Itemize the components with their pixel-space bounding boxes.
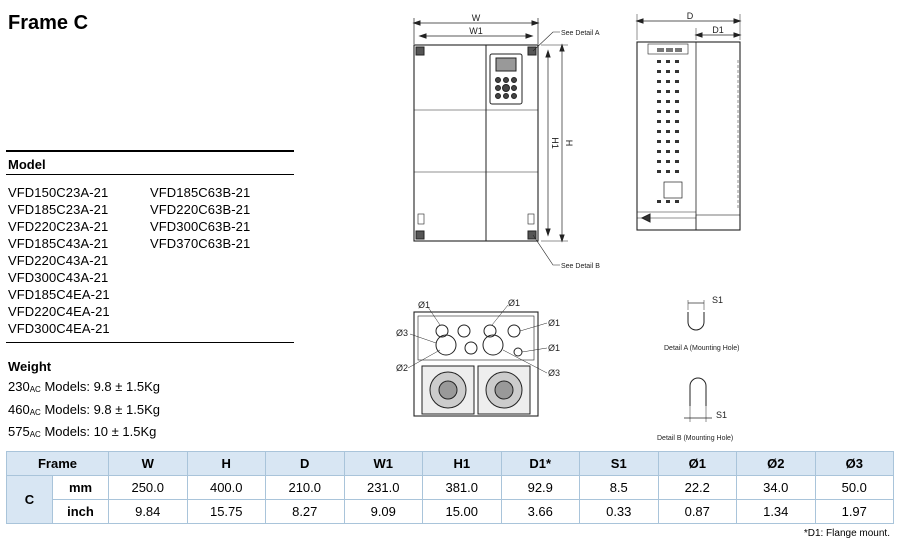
dim-h1-label: H1 bbox=[550, 137, 560, 149]
voltage-unit: AC bbox=[29, 407, 41, 417]
phi3-label: Ø3 bbox=[396, 328, 408, 338]
s1-label: S1 bbox=[712, 295, 723, 305]
table-cell: 1.97 bbox=[814, 499, 894, 524]
table-cell: 50.0 bbox=[814, 475, 894, 500]
model-item: VFD185C43A-21 bbox=[8, 236, 109, 251]
weight-text: Models: 10 ± 1.5Kg bbox=[40, 424, 157, 439]
voltage-value: 230 bbox=[8, 379, 30, 394]
s1-label: S1 bbox=[716, 410, 727, 420]
model-item: VFD185C4EA-21 bbox=[8, 287, 110, 302]
column-header: S1 bbox=[579, 451, 659, 476]
table-cell: 34.0 bbox=[736, 475, 816, 500]
see-detail-b-label: See Detail B bbox=[561, 263, 600, 270]
detail-a-caption: Detail A (Mounting Hole) bbox=[664, 345, 739, 352]
weight-text: Models: 9.8 ± 1.5Kg bbox=[40, 379, 160, 394]
model-item: VFD150C23A-21 bbox=[8, 185, 109, 200]
column-header: W bbox=[108, 451, 188, 476]
table-row: C mm 250.0 400.0 210.0 231.0 381.0 92.9 … bbox=[6, 475, 894, 524]
table-cell: 8.5 bbox=[579, 475, 659, 500]
model-item: VFD220C4EA-21 bbox=[8, 304, 110, 319]
divider bbox=[6, 150, 294, 152]
column-header: W1 bbox=[343, 451, 423, 476]
page-title: Frame C bbox=[8, 12, 89, 34]
frame-value: C bbox=[6, 475, 53, 524]
table-cell: 8.27 bbox=[265, 499, 345, 524]
bottom-view-drawing: Ø1 Ø1 Ø1 Ø1 Ø3 Ø2 Ø3 bbox=[396, 298, 560, 417]
table-cell: 15.75 bbox=[186, 499, 266, 524]
table-cell: 92.9 bbox=[500, 475, 580, 500]
front-view-drawing: W W1 H H1 bbox=[412, 13, 600, 270]
column-header: D bbox=[265, 451, 345, 476]
technical-drawings: W W1 H H1 bbox=[396, 11, 742, 442]
table-cell: 9.09 bbox=[343, 499, 423, 524]
column-header: D1* bbox=[500, 451, 580, 476]
table-cell: 3.66 bbox=[500, 499, 580, 524]
model-item: VFD300C63B-21 bbox=[150, 219, 251, 234]
dim-w-label: W bbox=[472, 13, 481, 23]
unit-cell: mm bbox=[52, 475, 109, 500]
detail-b-drawing: S1 Detail B (Mounting Hole) bbox=[657, 377, 733, 442]
weight-row: 230AC Models: 9.8 ± 1.5Kg bbox=[8, 377, 160, 400]
table-cell: 0.87 bbox=[657, 499, 737, 524]
column-header: H bbox=[186, 451, 266, 476]
table-cell: 22.2 bbox=[657, 475, 737, 500]
model-item: VFD185C23A-21 bbox=[8, 202, 109, 217]
model-list-column-2: VFD185C63B-21 VFD220C63B-21 VFD300C63B-2… bbox=[150, 184, 250, 252]
column-header: Ø2 bbox=[736, 451, 816, 476]
model-item: VFD370C63B-21 bbox=[150, 236, 251, 251]
phi2-label: Ø2 bbox=[396, 363, 408, 373]
table-cell: 1.34 bbox=[736, 499, 816, 524]
voltage-unit: AC bbox=[29, 430, 41, 439]
phi3-label: Ø3 bbox=[548, 368, 560, 378]
model-list-column-1: VFD150C23A-21 VFD185C23A-21 VFD220C23A-2… bbox=[8, 184, 110, 337]
phi1-label: Ø1 bbox=[548, 343, 560, 353]
model-item: VFD220C63B-21 bbox=[150, 202, 251, 217]
detail-b-caption: Detail B (Mounting Hole) bbox=[657, 435, 733, 442]
dim-h-label: H bbox=[564, 140, 574, 147]
phi1-label: Ø1 bbox=[508, 298, 520, 308]
table-cell: 210.0 bbox=[265, 475, 345, 500]
weight-list: 230AC Models: 9.8 ± 1.5Kg 460AC Models: … bbox=[8, 377, 160, 445]
table-cell: 250.0 bbox=[108, 475, 188, 500]
frame-header: Frame bbox=[6, 451, 109, 476]
weight-row: 575AC Models: 10 ± 1.5Kg bbox=[8, 422, 160, 445]
model-item: VFD300C43A-21 bbox=[8, 270, 109, 285]
divider bbox=[6, 342, 294, 343]
table-cell: 381.0 bbox=[422, 475, 502, 500]
model-item: VFD220C23A-21 bbox=[8, 219, 109, 234]
voltage-unit: AC bbox=[29, 385, 41, 394]
model-heading: Model bbox=[8, 157, 46, 172]
model-item: VFD220C43A-21 bbox=[8, 253, 109, 268]
table-cell: 9.84 bbox=[108, 499, 188, 524]
dim-d1-label: D1 bbox=[712, 25, 724, 35]
column-header: H1 bbox=[422, 451, 502, 476]
see-detail-a-label: See Detail A bbox=[561, 30, 600, 37]
divider bbox=[6, 174, 294, 175]
unit-cell: inch bbox=[52, 499, 109, 524]
phi1-label: Ø1 bbox=[418, 300, 430, 310]
voltage-value: 460 bbox=[8, 401, 30, 417]
footnote: *D1: Flange mount. bbox=[803, 528, 890, 539]
model-item: VFD300C4EA-21 bbox=[8, 321, 110, 336]
detail-a-drawing: S1 Detail A (Mounting Hole) bbox=[664, 295, 739, 352]
table-cell: 231.0 bbox=[343, 475, 423, 500]
dim-d-label: D bbox=[687, 11, 694, 21]
weight-text: Models: 9.8 ± 1.5Kg bbox=[40, 401, 160, 417]
table-cell: 400.0 bbox=[186, 475, 266, 500]
table-cell: 15.00 bbox=[422, 499, 502, 524]
weight-heading: Weight bbox=[8, 359, 52, 374]
dimensions-table: Frame W H D W1 H1 D1* S1 Ø1 Ø2 Ø3 C mm 2… bbox=[6, 451, 894, 524]
column-header: Ø1 bbox=[657, 451, 737, 476]
column-header: Ø3 bbox=[814, 451, 894, 476]
weight-row: 460AC Models: 9.8 ± 1.5Kg bbox=[8, 400, 160, 423]
table-cell: 0.33 bbox=[579, 499, 659, 524]
dim-w1-label: W1 bbox=[469, 26, 483, 36]
model-item: VFD185C63B-21 bbox=[150, 185, 251, 200]
side-view-drawing: D D1 bbox=[635, 11, 742, 231]
voltage-value: 575 bbox=[8, 424, 30, 439]
table-header-row: Frame W H D W1 H1 D1* S1 Ø1 Ø2 Ø3 bbox=[6, 451, 894, 476]
table-row: inch 9.84 15.75 8.27 9.09 15.00 3.66 0.3… bbox=[7, 499, 894, 524]
phi1-label: Ø1 bbox=[548, 318, 560, 328]
